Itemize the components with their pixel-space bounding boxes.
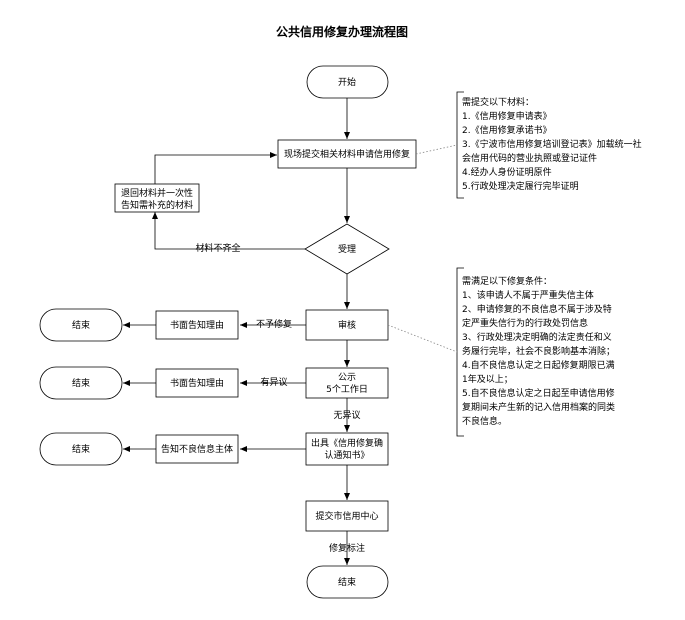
note1-bracket bbox=[456, 91, 464, 199]
submit-center-box bbox=[305, 500, 389, 532]
return-materials-box bbox=[114, 183, 200, 213]
written-notice-label-2: 书面告知理由 bbox=[170, 377, 224, 389]
end-label-main: 结束 bbox=[338, 576, 356, 588]
accept-label: 受理 bbox=[338, 243, 356, 255]
note2-line: 复期间未产生新的记入信用档案的同类 bbox=[462, 401, 615, 413]
note2-line: 不良信息。 bbox=[462, 415, 507, 427]
written-notice-box-1 bbox=[155, 310, 239, 340]
review-label: 审核 bbox=[338, 319, 356, 331]
note1-line: 5.行政处理决定履行完毕证明 bbox=[462, 180, 579, 192]
edge-repair-mark-label: 修复标注 bbox=[329, 542, 365, 554]
written-notice-box-2 bbox=[155, 368, 239, 398]
note1-text: 需提交以下材料： 1.《信用修复申请表》 2.《信用修复承诺书》 3.《宁波市信… bbox=[462, 96, 642, 192]
written-notice-label-1: 书面告知理由 bbox=[170, 319, 224, 331]
note1-line: 1.《信用修复申请表》 bbox=[462, 110, 552, 122]
note2-line: 1年及以上； bbox=[462, 373, 513, 385]
start-node bbox=[306, 65, 389, 99]
note2-connector bbox=[387, 324, 458, 353]
note2-line: 4.自不良信息认定之日起修复期限已满 bbox=[462, 359, 615, 371]
publicity-line1: 公示 bbox=[338, 372, 356, 383]
end-label-3: 结束 bbox=[72, 443, 90, 455]
end-label-2: 结束 bbox=[72, 377, 90, 389]
edge-no-objection-label: 无异议 bbox=[333, 410, 360, 421]
submit-materials-box bbox=[277, 139, 417, 169]
note2-line: 需满足以下修复条件： bbox=[462, 275, 552, 287]
end-node-2 bbox=[39, 366, 123, 400]
note1-line: 需提交以下材料： bbox=[462, 96, 534, 108]
note2-text: 需满足以下修复条件： 1、该申请人不属于严重失信主体 2、申请修复的不良信息不属… bbox=[462, 275, 615, 427]
edge-not-repair-label: 不予修复 bbox=[256, 318, 292, 330]
end-node-main bbox=[306, 565, 389, 599]
note1-line: 会信用代码的营业执照或登记证件 bbox=[462, 152, 597, 164]
note2-line: 务履行完毕，社会不良影响基本消除； bbox=[462, 345, 615, 357]
confirm-notice-line1: 出具《信用修复确 bbox=[311, 437, 383, 449]
note1-line: 4.经办人身份证明原件 bbox=[462, 166, 552, 178]
submit-materials-label: 现场提交相关材料申请信用修复 bbox=[284, 148, 410, 160]
note2-line: 2、申请修复的不良信息不属于涉及特 bbox=[462, 303, 612, 315]
confirm-notice-box bbox=[305, 432, 389, 466]
end-label-1: 结束 bbox=[72, 319, 90, 331]
publicity-box bbox=[305, 367, 389, 399]
end-node-1 bbox=[39, 308, 123, 342]
confirm-notice-line2: 认通知书》 bbox=[324, 449, 369, 461]
start-label: 开始 bbox=[338, 76, 356, 88]
edge-objection-label: 有异议 bbox=[260, 376, 287, 388]
publicity-line2: 5个工作日 bbox=[326, 383, 368, 395]
notify-subject-label: 告知不良信息主体 bbox=[161, 443, 233, 455]
return-materials-line2: 告知需补充的材料 bbox=[121, 199, 193, 211]
note1-connector bbox=[415, 144, 458, 155]
note1-line: 2.《信用修复承诺书》 bbox=[462, 124, 552, 136]
note2-line: 5.自不良信息认定之日起至申请信用修 bbox=[462, 387, 615, 399]
note2-line: 3、行政处理决定明确的法定责任和义 bbox=[462, 331, 612, 343]
edge-incomplete-label: 材料不齐全 bbox=[195, 242, 240, 254]
note2-line: 定严重失信行为的行政处罚信息 bbox=[462, 317, 588, 329]
note2-line: 1、该申请人不属于严重失信主体 bbox=[462, 289, 594, 301]
note1-line: 3.《宁波市信用修复培训登记表》加载统一社 bbox=[462, 138, 642, 150]
end-node-3 bbox=[39, 432, 123, 466]
notify-subject-box bbox=[155, 434, 239, 464]
return-materials-line1: 退回材料并一次性 bbox=[121, 187, 193, 199]
page-title: 公共信用修复办理流程图 bbox=[276, 24, 408, 39]
submit-center-label: 提交市信用中心 bbox=[315, 510, 378, 522]
